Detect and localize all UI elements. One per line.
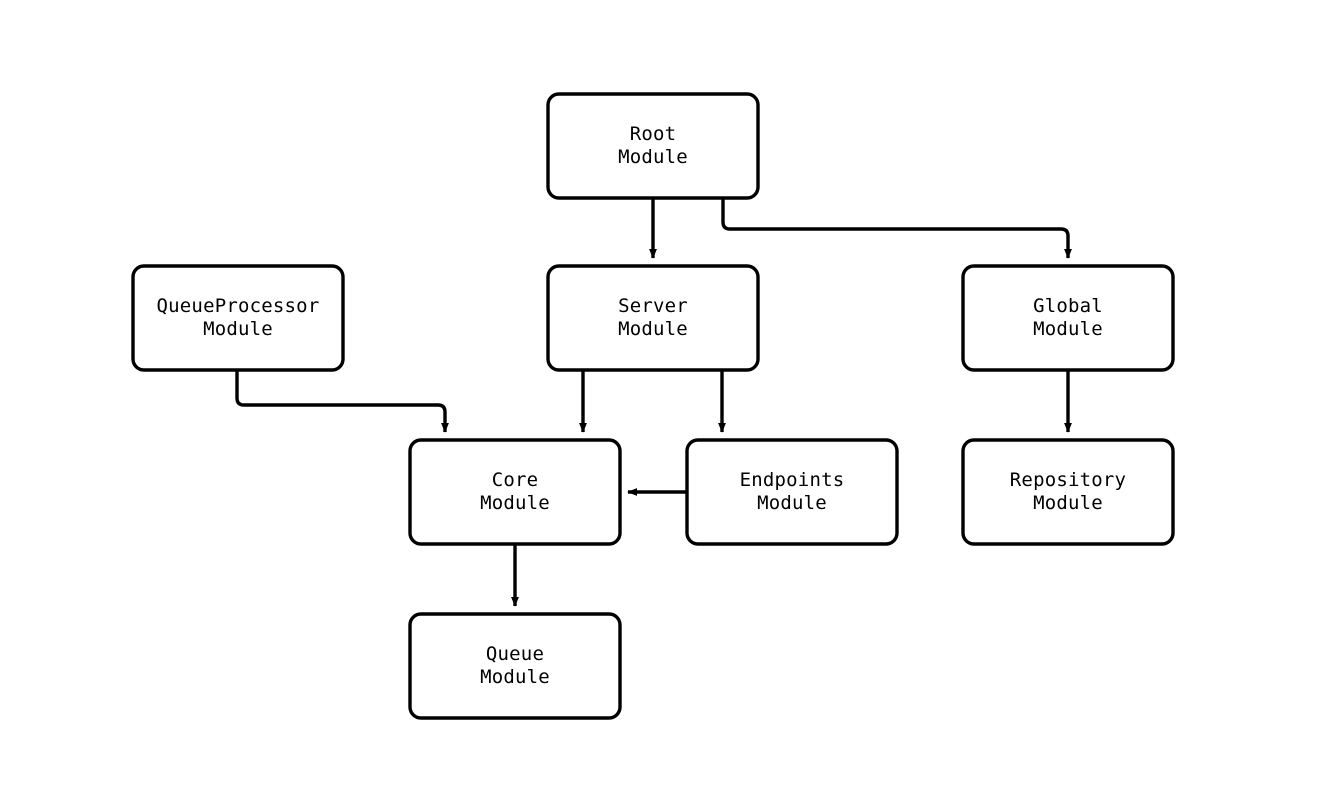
edge-queueprocessor-to-core <box>235 370 449 433</box>
node-box-endpoints[interactable] <box>685 438 899 546</box>
node-box-repository[interactable] <box>961 438 1175 546</box>
node-box-global[interactable] <box>961 264 1175 372</box>
node-box-root[interactable] <box>546 92 760 200</box>
node-box-server[interactable] <box>546 264 760 372</box>
node-box-queue[interactable] <box>408 612 622 720</box>
node-box-core[interactable] <box>408 438 622 546</box>
edge-root-to-global <box>721 198 1072 259</box>
node-box-queueprocessor[interactable] <box>131 264 345 372</box>
